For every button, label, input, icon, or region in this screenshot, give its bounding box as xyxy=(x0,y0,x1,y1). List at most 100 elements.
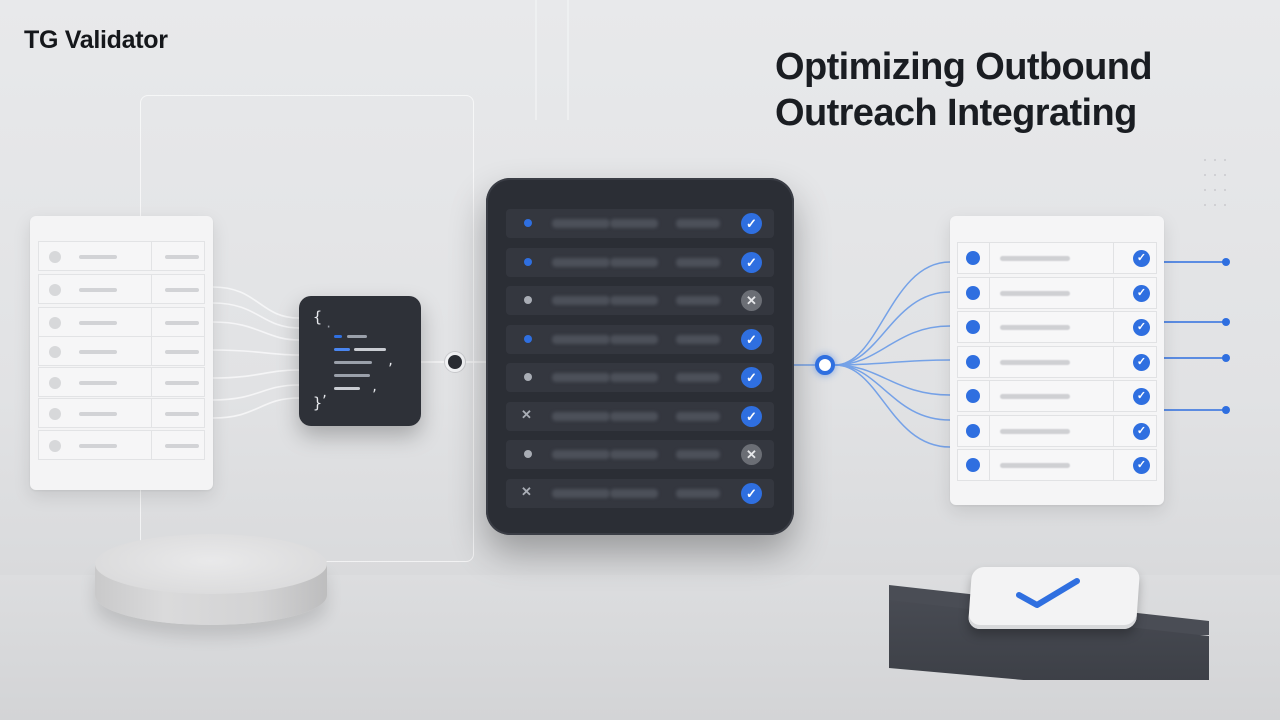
brand-logo: TG Validator xyxy=(24,26,168,54)
list-item: ✓ xyxy=(957,276,1157,309)
status-dot-icon xyxy=(966,389,980,403)
blurred-text xyxy=(676,334,720,344)
check-circle-icon: ✓ xyxy=(741,328,762,350)
x-mark-icon: ✕ xyxy=(521,406,532,422)
check-circle-icon: ✓ xyxy=(1133,284,1150,302)
row-bullet-icon xyxy=(49,284,61,296)
blurred-text xyxy=(676,373,720,382)
status-dot-icon xyxy=(524,296,532,304)
stone-pedestal-top xyxy=(95,534,327,594)
status-dot-icon xyxy=(966,354,980,369)
blurred-text xyxy=(676,296,720,305)
blurred-text xyxy=(165,412,199,416)
row-bullet-icon xyxy=(49,317,61,329)
check-circle-icon: ✓ xyxy=(741,213,762,234)
check-circle-icon: ✓ xyxy=(1133,353,1150,371)
output-connector-node xyxy=(815,355,835,375)
row-bullet-icon xyxy=(49,377,61,389)
status-dot-icon xyxy=(966,320,980,334)
blurred-text xyxy=(552,488,610,498)
validation-row: ✕ xyxy=(506,440,774,469)
check-circle-icon: ✓ xyxy=(1133,457,1150,474)
validation-row: ✓ xyxy=(506,324,774,354)
blurred-text xyxy=(552,334,610,344)
input-connector-node xyxy=(445,352,465,372)
list-item xyxy=(38,430,205,460)
check-circle-icon: ✓ xyxy=(1133,250,1150,267)
list-item: ✓ xyxy=(957,449,1157,481)
status-dot-icon xyxy=(966,458,980,472)
blurred-text xyxy=(79,381,117,385)
list-item xyxy=(38,367,205,397)
x-circle-icon: ✕ xyxy=(741,290,762,311)
blurred-text xyxy=(79,350,117,354)
check-circle-icon: ✓ xyxy=(741,482,762,504)
status-dot-icon xyxy=(966,423,980,438)
status-dot-icon xyxy=(524,334,532,343)
validation-row: ✓ xyxy=(506,209,774,238)
checkmark-key-icon xyxy=(1016,578,1080,608)
blurred-text xyxy=(165,381,199,385)
blurred-text xyxy=(79,321,117,325)
blurred-text xyxy=(552,296,610,305)
code-braces-icon: { · , , , } xyxy=(299,296,421,426)
list-item: ✓ xyxy=(957,414,1157,447)
status-dot-icon xyxy=(524,373,532,381)
x-circle-icon: ✕ xyxy=(741,444,762,465)
check-circle-icon: ✓ xyxy=(741,367,762,388)
headline-line-1: Optimizing Outbound xyxy=(775,46,1153,88)
row-bullet-icon xyxy=(49,251,61,263)
list-item xyxy=(38,336,205,366)
blurred-text xyxy=(1000,463,1070,468)
check-circle-icon: ✓ xyxy=(1133,388,1150,405)
list-item: ✓ xyxy=(957,242,1157,274)
raw-list-sheet xyxy=(30,216,213,490)
blurred-text xyxy=(79,288,117,292)
blurred-text xyxy=(676,450,720,459)
blurred-text xyxy=(610,219,658,228)
open-brace-glyph: { xyxy=(313,308,323,326)
list-item: ✓ xyxy=(957,380,1157,412)
page-headline: Optimizing Outbound Outreach Integrating xyxy=(775,44,1255,136)
headline-line-2: Outreach Integrating xyxy=(775,92,1137,134)
blurred-text xyxy=(610,411,658,421)
check-circle-icon: ✓ xyxy=(1133,422,1150,440)
status-dot-icon xyxy=(524,257,532,266)
blurred-text xyxy=(165,288,199,292)
blurred-text xyxy=(1000,428,1070,434)
blurred-text xyxy=(676,219,720,228)
blurred-text xyxy=(79,412,117,416)
blurred-text xyxy=(552,257,610,267)
blurred-text xyxy=(1000,256,1070,261)
blurred-text xyxy=(676,488,720,498)
blurred-text xyxy=(610,296,658,305)
blurred-text xyxy=(552,411,610,421)
list-item xyxy=(38,398,205,428)
blurred-text xyxy=(552,450,610,459)
blurred-text xyxy=(165,350,199,354)
blurred-text xyxy=(552,219,610,228)
blurred-text xyxy=(610,488,658,498)
list-item xyxy=(38,307,205,337)
blurred-text xyxy=(610,257,658,267)
list-item xyxy=(38,241,205,271)
blurred-text xyxy=(676,411,720,421)
blurred-text xyxy=(165,444,199,448)
blurred-text xyxy=(79,255,117,259)
validation-row: ✓ xyxy=(506,247,774,277)
blurred-text xyxy=(1000,359,1070,365)
status-dot-icon xyxy=(524,219,532,227)
close-brace-glyph: } xyxy=(313,394,323,412)
blurred-text xyxy=(610,373,658,382)
list-item xyxy=(38,274,205,304)
validation-row: ✕✓ xyxy=(506,478,774,508)
check-circle-icon: ✓ xyxy=(741,251,762,273)
blurred-text xyxy=(610,450,658,459)
blurred-text xyxy=(552,373,610,382)
blurred-text xyxy=(79,444,117,448)
blurred-text xyxy=(676,257,720,267)
list-item: ✓ xyxy=(957,345,1157,378)
blurred-text xyxy=(1000,325,1070,330)
